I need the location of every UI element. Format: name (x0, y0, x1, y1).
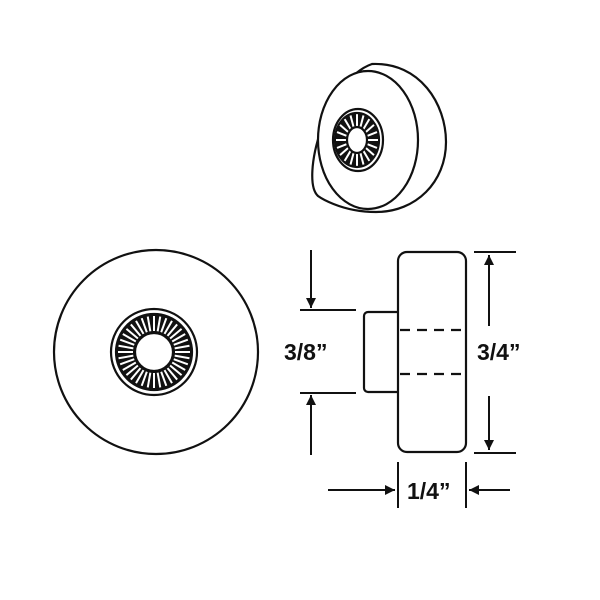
bearing-tooth (122, 333, 137, 343)
bearing-tooth (130, 323, 142, 337)
bearing-tooth (339, 147, 349, 156)
bearing-tooth (119, 358, 135, 366)
bearing-tooth (119, 338, 135, 346)
bearing-teeth (118, 316, 190, 388)
bearing-tooth (367, 131, 378, 137)
hub-diameter-label: 3/8” (284, 339, 327, 365)
isometric-view (311, 62, 448, 214)
bearing-tooth (146, 316, 152, 332)
bearing-tooth (171, 333, 186, 343)
bearing-tooth (336, 131, 347, 137)
bearing-tooth (173, 358, 189, 366)
hub-profile (362, 310, 404, 394)
bearing-tooth (163, 369, 173, 384)
bearing-tooth (130, 367, 142, 381)
bearing-tooth (343, 150, 352, 162)
axle-hole (345, 125, 369, 155)
bearing-tooth (365, 147, 375, 156)
bearing-tooth (160, 317, 168, 333)
bearing-tooth (125, 364, 139, 376)
front-view (52, 248, 260, 456)
bearing-tooth (135, 320, 145, 335)
bearing-tooth (349, 152, 355, 165)
wheel-profile (396, 250, 468, 454)
bearing-tooth (140, 371, 148, 387)
bearing-teeth (336, 114, 378, 166)
bearing-tooth (140, 317, 148, 333)
bearing-tooth (122, 361, 137, 371)
bearing-tooth (359, 152, 365, 165)
bearing-tooth (169, 328, 183, 340)
bearing-tooth (367, 143, 378, 149)
dimension-lines (300, 250, 516, 508)
side-view (362, 250, 468, 454)
bearing-tooth (365, 124, 375, 133)
bearing-tooth (349, 115, 355, 128)
bearing-tooth (166, 367, 178, 381)
bearing-tooth (171, 361, 186, 371)
wheel-diameter-label: 3/4” (477, 339, 520, 365)
bearing-tooth (359, 115, 365, 128)
bearing-tooth (163, 320, 173, 335)
bearing-tooth (343, 118, 352, 130)
bearing-tooth (362, 150, 371, 162)
bearing-tooth (118, 354, 134, 360)
bearing-tooth (173, 338, 189, 346)
wheel-width-label: 1/4” (407, 478, 450, 504)
axle-hole (133, 331, 175, 373)
bearing-tooth (160, 371, 168, 387)
bearing-tooth (125, 328, 139, 340)
bearing-tooth (362, 118, 371, 130)
bearing-tooth (169, 364, 183, 376)
bearing-tooth (336, 143, 347, 149)
bearing-tooth (339, 124, 349, 133)
bearing-tooth (156, 316, 162, 332)
bearing-tooth (118, 344, 134, 350)
bearing-tooth (146, 372, 152, 388)
bearing-tooth (174, 354, 190, 360)
bearing-tooth (135, 369, 145, 384)
bearing-tooth (156, 372, 162, 388)
bearing-tooth (174, 344, 190, 350)
bearing-tooth (166, 323, 178, 337)
